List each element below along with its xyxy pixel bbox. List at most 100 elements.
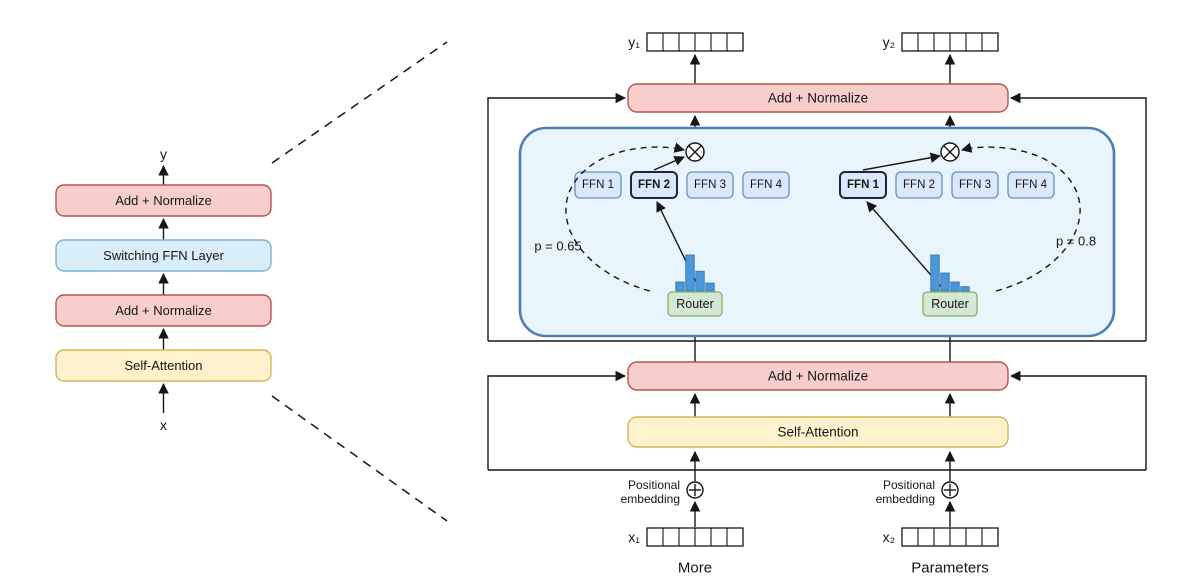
arrow-ffn1-to-multiply — [862, 152, 942, 171]
self-attention-box — [55, 349, 272, 382]
positional-embedding-1: Positional embedding — [621, 478, 704, 506]
positional-label-line2: embedding — [621, 492, 680, 506]
add-normalize-label: Add + Normalize — [115, 303, 211, 318]
add-normalize-box — [55, 294, 272, 327]
self-attention-label: Self-Attention — [124, 358, 202, 373]
token-word-1: More — [678, 560, 712, 577]
add-normalize-box — [627, 83, 1009, 113]
ffn-box — [630, 171, 678, 199]
router-label: Router — [676, 297, 714, 311]
token-embedding-x2 — [901, 527, 999, 547]
expert-group-1: FFN 1 FFN 2 FFN 3 FFN 4 p = 0.65 — [534, 142, 790, 317]
ffn-expert-box: FFN 1 — [839, 171, 887, 199]
router-label: Router — [931, 297, 969, 311]
multiply-icon — [940, 142, 960, 162]
multiply-icon — [685, 142, 705, 162]
ffn-label: FFN 3 — [959, 179, 991, 191]
zoom-line-top — [271, 41, 448, 164]
router-2: Router — [922, 291, 978, 317]
zoom-line-bottom — [271, 395, 448, 522]
router-box — [667, 291, 723, 317]
residual-connection-upper — [487, 92, 1147, 342]
output-label-y1: y₁ — [628, 34, 640, 50]
ffn-expert-box: FFN 2 — [630, 171, 678, 199]
self-attention-label: Self-Attention — [777, 425, 858, 440]
histogram-bar — [685, 254, 695, 292]
ffn-label: FFN 2 — [903, 179, 935, 191]
add-normalize-bar-top: Add + Normalize — [627, 83, 1009, 113]
ffn-label: FFN 1 — [847, 179, 880, 191]
layer-switching-ffn: Switching FFN Layer — [55, 239, 272, 272]
router-histogram-2 — [930, 254, 970, 292]
left-transformer-stack: y Add + Normalize Switching FFN Layer Ad… — [55, 146, 272, 433]
ffn-expert-box: FFN 3 — [951, 171, 999, 199]
switching-ffn-box — [55, 239, 272, 272]
switching-ffn-layer-container: FFN 1 FFN 2 FFN 3 FFN 4 p = 0.65 — [518, 126, 1116, 338]
self-attention-bar: Self-Attention — [627, 416, 1009, 448]
probability-label-1: p = 0.65 — [534, 239, 581, 254]
ffn-box — [839, 171, 887, 199]
output-label-y2: y₂ — [883, 34, 895, 50]
ffn-expert-box: FFN 4 — [1007, 171, 1055, 199]
probability-label-2: p = 0.8 — [1056, 234, 1096, 249]
token-embedding-y2 — [901, 32, 999, 52]
token-word-2: Parameters — [911, 560, 989, 577]
router-histogram-1 — [675, 254, 715, 292]
ffn-label: FFN 3 — [694, 179, 726, 191]
ffn-label: FFN 2 — [638, 179, 670, 191]
residual-left-path — [487, 370, 627, 470]
add-normalize-bar-bottom: Add + Normalize — [627, 361, 1009, 391]
positional-label-line1: Positional — [883, 478, 935, 492]
ffn-label: FFN 1 — [582, 179, 614, 191]
histogram-bar — [705, 282, 715, 292]
positional-label-line1: Positional — [628, 478, 680, 492]
switching-ffn-label: Switching FFN Layer — [103, 248, 224, 263]
layer-self-attention: Self-Attention — [55, 349, 272, 382]
router-box — [922, 291, 978, 317]
histogram-bar — [695, 270, 705, 292]
add-normalize-box — [55, 184, 272, 217]
ffn-expert-box: FFN 2 — [895, 171, 943, 199]
output-label-y: y — [160, 146, 167, 162]
add-normalize-label: Add + Normalize — [768, 91, 868, 106]
gate-probability-curve-2 — [960, 142, 1081, 292]
residual-connection-lower — [487, 370, 1147, 471]
ffn-label: FFN 4 — [750, 179, 783, 191]
residual-right-path — [1009, 92, 1147, 341]
layer-add-normalize-lower: Add + Normalize — [55, 294, 272, 327]
add-normalize-label: Add + Normalize — [768, 369, 868, 384]
histogram-bar — [930, 254, 940, 292]
zoom-connector-lines — [271, 41, 448, 522]
residual-left-path — [487, 92, 627, 341]
switch-layer-box — [518, 126, 1116, 338]
ffn-box — [895, 171, 943, 199]
right-detailed-view: y₁ y₂ Add + Normalize FFN 1 FFN 2 — [487, 32, 1147, 577]
layer-add-normalize-upper: Add + Normalize — [55, 184, 272, 217]
router-1: Router — [667, 291, 723, 317]
residual-right-path — [1009, 370, 1147, 470]
gate-probability-curve-1 — [565, 142, 686, 292]
input-label-x2: x₂ — [883, 529, 895, 545]
token-embedding-y1 — [646, 32, 744, 52]
expert-group-2: FFN 1 FFN 2 FFN 3 FFN 4 p = 0.8 — [839, 142, 1096, 317]
ffn-expert-box: FFN 3 — [686, 171, 734, 199]
input-label-x1: x₁ — [628, 529, 640, 545]
add-normalize-label: Add + Normalize — [115, 193, 211, 208]
ffn-box — [742, 171, 790, 199]
histogram-bar — [960, 286, 970, 292]
histogram-bar — [940, 272, 950, 292]
arrow-ffn2-to-multiply — [653, 155, 685, 171]
input-label-x: x — [160, 417, 167, 433]
self-attention-box — [627, 416, 1009, 448]
ffn-box — [686, 171, 734, 199]
positional-label-line2: embedding — [876, 492, 935, 506]
add-icon — [941, 481, 959, 499]
ffn-box — [1007, 171, 1055, 199]
histogram-bar — [675, 281, 685, 292]
ffn-label: FFN 4 — [1015, 179, 1048, 191]
add-normalize-box — [627, 361, 1009, 391]
add-icon — [686, 481, 704, 499]
positional-embedding-2: Positional embedding — [876, 478, 959, 506]
